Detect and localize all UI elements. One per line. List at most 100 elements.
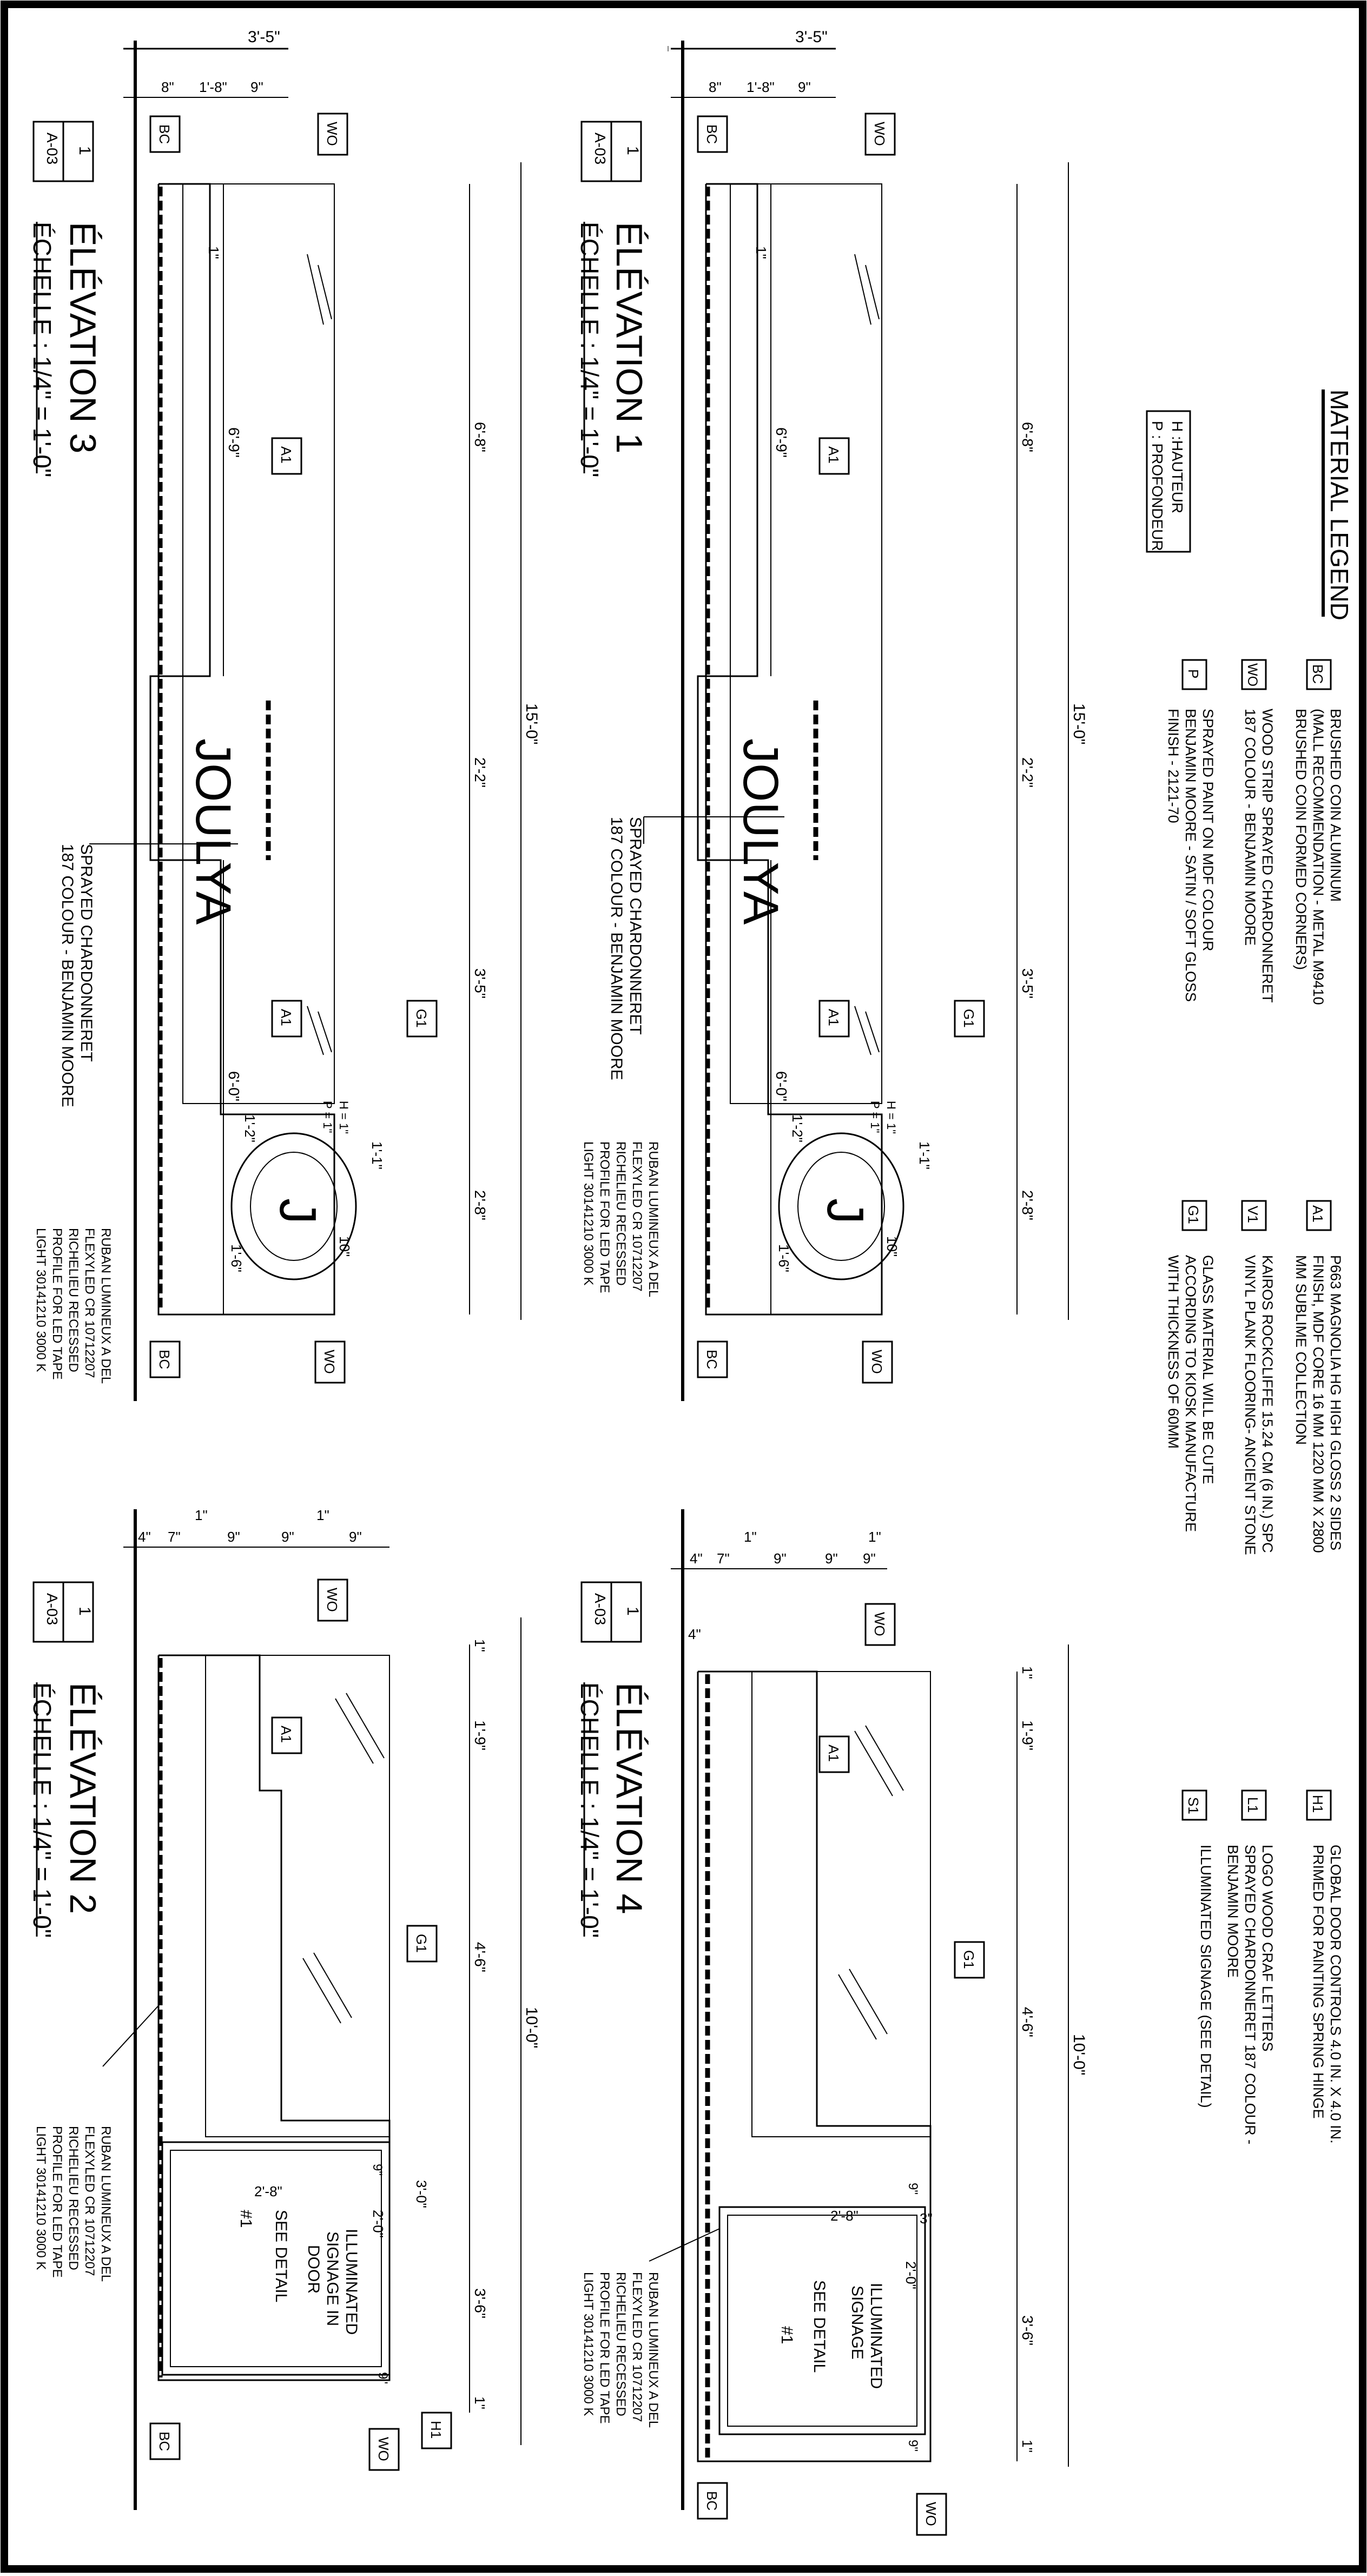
oval-dim-2: 10": [884, 1236, 900, 1257]
dim-top-3: 9": [227, 1529, 240, 1545]
dim-inner-2: 6'-0": [773, 1071, 790, 1101]
legend-l1-line1: LOGO WOOD CRAF LETTERS: [1259, 1845, 1276, 2052]
legend-v1-line2: VINYL PLANK FLOORING- ANCIENT STONE: [1242, 1255, 1258, 1555]
tag-wo-top: WO: [324, 1588, 340, 1612]
legend-code-l1: L1: [1245, 1797, 1261, 1813]
legend-code-g1: G1: [1185, 1205, 1201, 1224]
elevation-title: ÉLÉVATION 3: [62, 222, 103, 453]
led-note-1: RUBAN LUMINEUX A DEL: [646, 1141, 661, 1297]
oval-dim-4: 1'-6": [776, 1244, 792, 1272]
tag-wo-bottom: WO: [869, 1350, 885, 1374]
section-ref-sheet: A-03: [592, 1593, 609, 1625]
oval-dim-5: H = 1": [884, 1101, 898, 1134]
sign-dim-1: 2'-8": [254, 2183, 282, 2199]
led-note-3: RICHELIEU RECESSED: [613, 2272, 628, 2416]
tag-wo-top: WO: [324, 122, 340, 146]
dim-top-5: 9": [349, 1529, 362, 1545]
sign-text-3: DOOR: [305, 2245, 322, 2294]
led-note-4: PROFILE FOR LED TAPE: [597, 1141, 612, 1293]
kiosk-outline: [697, 183, 883, 1316]
abbrev-box: [1146, 410, 1191, 553]
led-note-3: RICHELIEU RECESSED: [613, 1141, 628, 1286]
dim-top-2: 1'-8": [747, 79, 775, 95]
dim-total-length: 15'-0": [1070, 703, 1088, 744]
logo-text: JOULYA: [733, 738, 788, 925]
led-note-2: FLEXYLED CR 10712207: [82, 2126, 97, 2276]
dim-top-3: 9": [774, 1550, 787, 1567]
elevation-scale: ÉCHELLE : 1/4" = 1'-0": [28, 1682, 56, 1938]
logo-note-2: 187 COLOUR - BENJAMIN MOORE: [607, 817, 625, 1080]
legend-h1-line2: PRIMED FOR PAINTING SPRING HINGE: [1310, 1845, 1326, 2119]
dim-seg-4: 2'-8": [472, 1190, 488, 1220]
oval-dim-4: 1'-6": [228, 1244, 245, 1272]
dim-seg-1: 6'-8": [472, 422, 488, 452]
dim-inner-1: 6'-9": [773, 427, 790, 458]
sign-text-3: SEE DETAIL: [810, 2280, 828, 2373]
elevation-1: 1 A-03 ÉLÉVATION 1 ÉCHELLE : 1/4" = 1'-0…: [576, 28, 1088, 1401]
tag-h1: H1: [428, 2421, 444, 2439]
led-note-2: FLEXYLED CR 10712207: [630, 1141, 644, 1292]
dim-side: 3'-0": [413, 2180, 430, 2208]
dim-overall-width: 3'-5": [248, 28, 280, 46]
material-legend: MATERIAL LEGEND H :HAUTEUR P : PROFONDEU…: [1146, 389, 1353, 2144]
dim-seg-5: 1": [472, 2396, 488, 2409]
led-note-1: RUBAN LUMINEUX A DEL: [98, 2126, 113, 2282]
dim-top-2: 1'-8": [199, 79, 227, 95]
legend-code-h1: H1: [1310, 1795, 1326, 1813]
legend-h1-line1: GLOBAL DOOR CONTROLS 4.0 IN. X 4.0 IN.: [1328, 1845, 1344, 2144]
dim-top-4: 9": [281, 1529, 294, 1545]
sign-text-4: SEE DETAIL: [272, 2210, 290, 2302]
tag-bc: BC: [704, 2491, 720, 2511]
dim-top-1: 4": [138, 1529, 151, 1545]
dim-total-length: 10'-0": [1070, 2034, 1088, 2075]
kiosk-outline: [149, 183, 335, 1316]
logo-note-1: SPRAYED CHARDONNERET: [77, 844, 95, 1062]
legend-item-l1: L1 LOGO WOOD CRAF LETTERS SPRAYED CHARDO…: [1225, 1789, 1276, 2144]
abbrev-hauteur: H :HAUTEUR: [1169, 421, 1186, 513]
abbrev-profondeur: P : PROFONDEUR: [1149, 421, 1166, 551]
sign-text-1: ILLUMINATED: [867, 2283, 885, 2389]
oval-dim-3: 1'-2": [242, 1114, 258, 1142]
legend-g1-line2: ACCORDING TO KIOSK MANUFACTURE: [1183, 1255, 1199, 1532]
dim-top-b2: 1": [868, 1529, 881, 1545]
dim-top-b1: 1": [744, 1529, 757, 1545]
tag-bc-top: BC: [156, 124, 173, 144]
elevation-title: ÉLÉVATION 1: [609, 222, 650, 453]
elevation-title: ÉLÉVATION 4: [609, 1682, 650, 1914]
legend-item-v1: V1 KAIROS ROCKCLIFFE 15.24 CM (6 IN.) SP…: [1241, 1200, 1276, 1555]
elevation-scale: ÉCHELLE : 1/4" = 1'-0": [576, 1682, 604, 1938]
tag-bc: BC: [156, 2432, 173, 2451]
oval-logo: [778, 1132, 904, 1280]
dim-seg-2: 2'-2": [1019, 757, 1036, 788]
tag-wo-top: WO: [871, 1612, 888, 1636]
legend-code-p: P: [1185, 669, 1201, 678]
section-ref-number: 1: [624, 1607, 642, 1616]
legend-a1-line1: P663 MAGNOLIA HG HIGH GLOSS 2 SIDES: [1328, 1255, 1344, 1550]
legend-wo-line2: 187 COLOUR - BENJAMIN MOORE: [1242, 709, 1258, 946]
oval-dim-3: 1'-2": [789, 1114, 805, 1142]
legend-item-p: P SPRAYED PAINT ON MDF COLOUR BENJAMIN M…: [1165, 659, 1216, 1002]
dim-seg-3: 4'-6": [472, 1942, 488, 1972]
oval-dim-6: P = 1": [868, 1101, 882, 1133]
tag-g1: G1: [961, 1009, 977, 1028]
dim-seg-3: 3'-5": [472, 968, 488, 999]
tag-a1-1: A1: [278, 446, 294, 464]
sign-text-1: ILLUMINATED: [342, 2229, 360, 2335]
legend-title: MATERIAL LEGEND: [1325, 389, 1353, 620]
kiosk-panel: [751, 1671, 931, 2137]
tag-bc-bottom: BC: [704, 1350, 720, 1369]
signage-box: [161, 2141, 391, 2376]
dim-top-1: 4": [690, 1550, 703, 1567]
legend-g1-line1: GLASS MATERIAL WILL BE CUTE: [1200, 1255, 1216, 1484]
sign-text-4: #1: [778, 2326, 796, 2344]
sign-dim-1: 2'-8": [830, 2208, 858, 2224]
dim-inner-2: 6'-0": [226, 1071, 242, 1101]
tag-g1: G1: [961, 1950, 977, 1969]
led-note-1: RUBAN LUMINEUX A DEL: [98, 1228, 113, 1384]
sign-dim-3: 3": [920, 2210, 933, 2227]
legend-bc-line3: BRUSHED COIN FORMED CORNERS): [1293, 709, 1309, 970]
led-note-4: PROFILE FOR LED TAPE: [597, 2272, 612, 2424]
led-note-2: FLEXYLED CR 10712207: [630, 2272, 644, 2422]
